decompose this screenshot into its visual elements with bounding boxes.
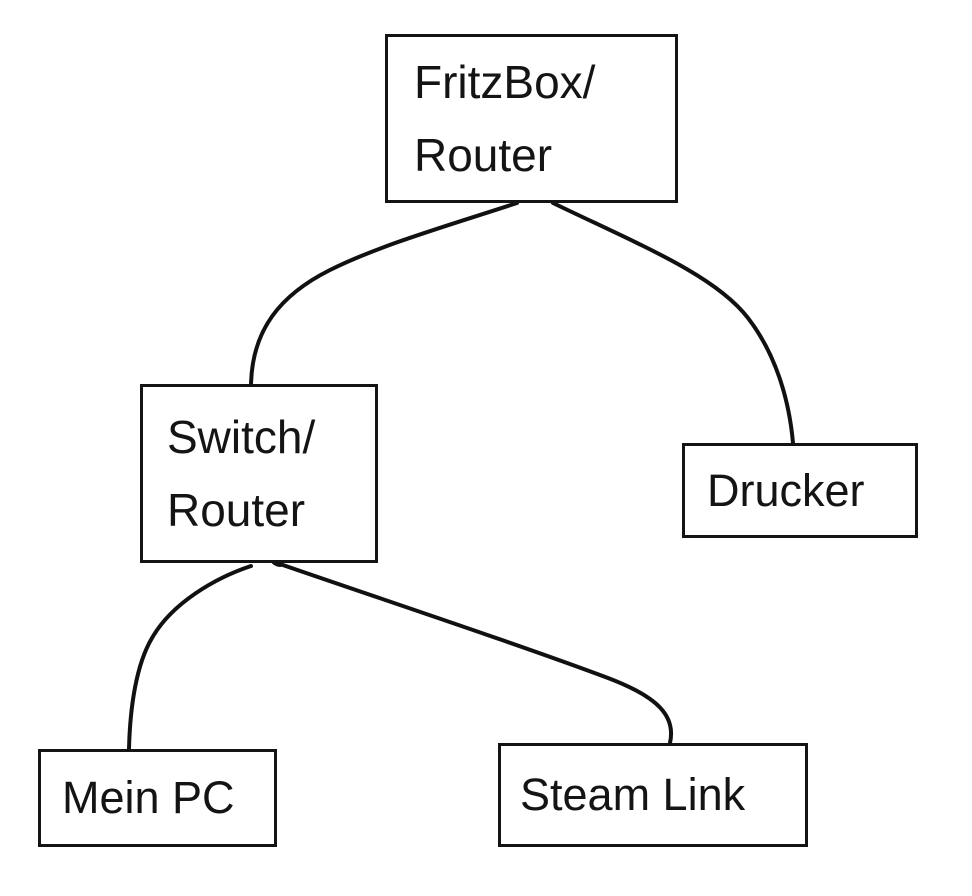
- node-steam-link-label: Steam Link: [520, 769, 746, 821]
- node-mein-pc-label: Mein PC: [62, 772, 235, 824]
- node-fritzbox-router-label-line1: FritzBox/: [414, 55, 596, 108]
- node-drucker: Drucker: [682, 443, 918, 538]
- node-switch-router-label-line1: Switch/: [167, 410, 316, 463]
- node-steam-link: Steam Link: [498, 743, 808, 847]
- node-mein-pc: Mein PC: [38, 749, 277, 847]
- edge-switch-to-steamlink: [275, 561, 674, 745]
- edge-fritzbox-to-drucker: [551, 201, 795, 445]
- edge-switch-to-meinpc: [127, 564, 253, 751]
- node-switch-router: Switch/ Router: [140, 384, 378, 563]
- edge-fritzbox-to-switch: [249, 201, 519, 387]
- node-drucker-label: Drucker: [707, 464, 865, 516]
- node-fritzbox-router: FritzBox/ Router: [385, 34, 678, 203]
- node-switch-router-label-line2: Router: [167, 483, 306, 536]
- node-fritzbox-router-label-line2: Router: [414, 128, 553, 181]
